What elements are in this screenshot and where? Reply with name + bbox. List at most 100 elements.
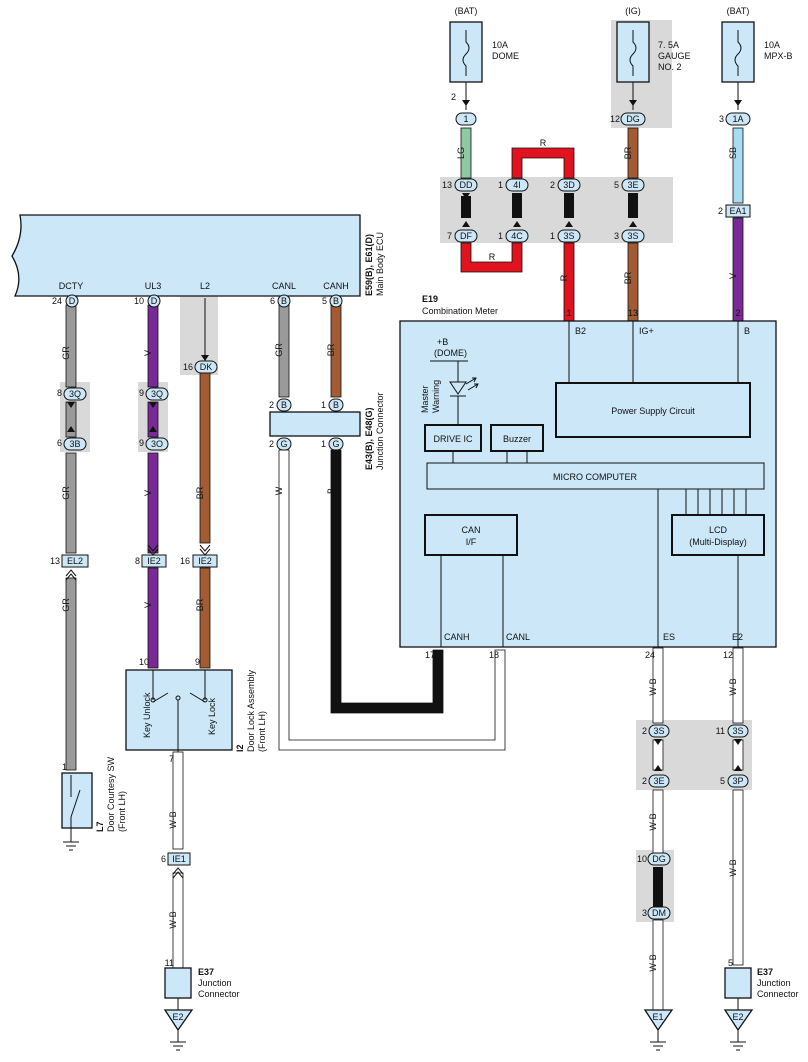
wire-gr-3 [65, 452, 77, 554]
svg-text:9: 9 [139, 388, 144, 398]
meter-term-igplus: IG+ [639, 326, 654, 336]
wire-gr-1 [65, 304, 77, 388]
svg-text:5: 5 [322, 296, 327, 306]
svg-text:(DOME): (DOME) [434, 348, 467, 358]
fuse-mpxb-pin: 3 1A [719, 100, 751, 126]
ecu-pin-ul3: 10 D [134, 294, 161, 308]
svg-text:3S: 3S [732, 726, 743, 736]
wire-v-b [732, 217, 744, 322]
svg-text:V: V [143, 490, 153, 496]
svg-text:3: 3 [614, 231, 619, 241]
svg-text:LG: LG [456, 147, 466, 159]
meter-id: E19 [422, 294, 438, 304]
wire-dd-df [461, 196, 471, 218]
svg-text:V: V [728, 273, 738, 279]
buzzer-block: Buzzer [503, 434, 531, 444]
conn-ie1: 6 IE1 [161, 852, 191, 879]
ground-e1: E1 [643, 1009, 674, 1051]
svg-text:3Q: 3Q [69, 389, 81, 399]
svg-text:Junction: Junction [757, 978, 791, 988]
svg-text:D: D [69, 296, 76, 306]
meter-term-canh: CANH [444, 632, 470, 642]
svg-text:R: R [489, 252, 496, 262]
svg-text:16: 16 [183, 362, 193, 372]
svg-text:16: 16 [180, 556, 190, 566]
door-lock-name: Door Lock Assembly [246, 669, 256, 752]
ground-e2-left: E2 [163, 1009, 194, 1051]
door-lock-sub: (Front LH) [257, 711, 267, 752]
junction-e37-right: 5 E37 Junction Connector [724, 958, 799, 999]
svg-text:GR: GR [274, 343, 284, 357]
svg-text:7: 7 [447, 231, 452, 241]
svg-text:SB: SB [728, 147, 738, 159]
svg-text:R: R [540, 138, 547, 148]
ecu-pin-canl: 6 B [270, 294, 291, 308]
svg-text:E1: E1 [652, 1012, 663, 1022]
e37-right-id: E37 [757, 967, 773, 977]
svg-text:4I: 4I [513, 180, 521, 190]
svg-text:3S: 3S [627, 231, 638, 241]
svg-text:BR: BR [195, 486, 205, 499]
svg-text:W-B: W-B [648, 954, 658, 971]
svg-text:IE1: IE1 [172, 854, 186, 864]
svg-text:18: 18 [489, 650, 499, 660]
svg-text:13: 13 [442, 180, 452, 190]
svg-text:6: 6 [57, 438, 62, 448]
svg-text:DG: DG [626, 114, 640, 124]
svg-text:2: 2 [550, 180, 555, 190]
svg-text:B: B [326, 488, 336, 494]
svg-text:B: B [281, 296, 287, 306]
svg-text:BR: BR [195, 598, 205, 611]
fuse-dome-pin: 2 1 [451, 92, 477, 126]
meter-name: Combination Meter [422, 306, 498, 316]
svg-text:3D: 3D [563, 180, 575, 190]
svg-text:W: W [274, 486, 284, 495]
ecu-term-dcty: DCTY [59, 281, 84, 291]
svg-text:1: 1 [463, 114, 468, 124]
conn-3s-3p: 11 3S 5 3P [716, 724, 749, 788]
svg-text:1: 1 [566, 308, 571, 318]
svg-text:2: 2 [269, 400, 274, 410]
svg-text:13: 13 [50, 556, 60, 566]
svg-text:3E: 3E [653, 776, 664, 786]
fuse-gauge-line1: 7. 5A [658, 40, 679, 50]
conn-3q-3o: 9 3Q 9 3O [139, 387, 169, 451]
wire-v-1 [147, 304, 159, 388]
junction-e37-left: 11 E37 Junction Connector [164, 958, 240, 999]
svg-text:3Q: 3Q [151, 389, 163, 399]
fuse-mpxb: (BAT) 10A MPX-B [721, 6, 793, 110]
junction-e43-name: Junction Connector [375, 392, 385, 470]
e37-left-id: E37 [198, 967, 214, 977]
svg-text:B: B [333, 400, 339, 410]
svg-text:Connector: Connector [198, 989, 240, 999]
fuse-gauge: (IG) 7. 5A GAUGE NO. 2 [616, 6, 691, 110]
meter-term-b2: B2 [575, 326, 586, 336]
svg-text:DM: DM [652, 908, 666, 918]
svg-text:12: 12 [610, 114, 620, 124]
svg-text:BR: BR [623, 271, 633, 284]
svg-text:1A: 1A [732, 114, 743, 124]
power-supply-circuit: Power Supply Circuit [611, 406, 695, 416]
wire-wb-lock-1 [172, 751, 184, 850]
svg-text:2: 2 [735, 308, 740, 318]
svg-text:2: 2 [642, 776, 647, 786]
svg-text:24: 24 [645, 650, 655, 660]
key-unlock-label: Key Unlock [142, 692, 152, 738]
ground-e2-right: E2 [723, 1009, 754, 1051]
svg-text:BR: BR [326, 343, 336, 356]
fuse-gauge-line2: GAUGE [658, 51, 691, 61]
wire-sb [732, 127, 744, 204]
ecu-pin-dcty: 24 D [52, 294, 79, 308]
wire-labels-left: GR GR GR V V V BR BR GR BR W B W-B W-B [61, 343, 336, 929]
svg-text:10: 10 [134, 296, 144, 306]
svg-text:DD: DD [460, 180, 473, 190]
conn-ie2-b: 16 IE2 [180, 544, 218, 568]
svg-text:11: 11 [165, 958, 174, 968]
svg-text:10: 10 [637, 854, 647, 864]
svg-text:3P: 3P [732, 776, 743, 786]
conn-3q-3b: 8 3Q 6 3B [57, 387, 87, 451]
svg-text:1: 1 [321, 400, 326, 410]
fuse-gauge-supply: (IG) [625, 6, 641, 16]
conn-3s-3e: 2 3S 2 3E [642, 724, 670, 788]
svg-text:EA1: EA1 [729, 206, 746, 216]
